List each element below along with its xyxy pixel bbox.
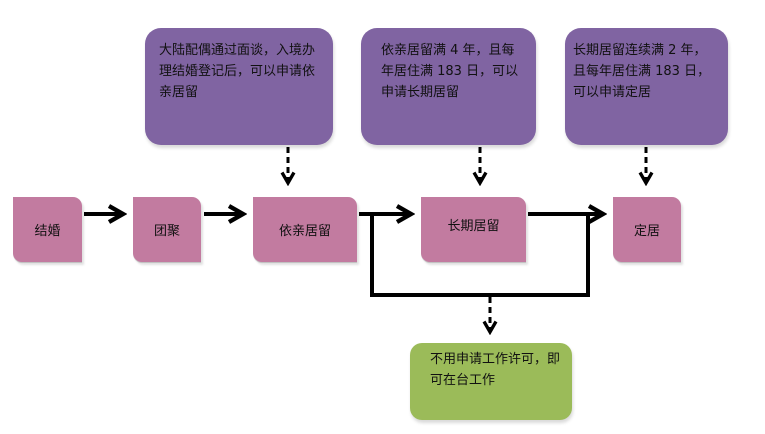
node-family-residence: 依亲居留	[253, 197, 357, 262]
node-label: 依亲居留	[278, 224, 331, 239]
note-work-permit: 不用申请工作许可，即可在台工作	[410, 343, 572, 420]
node-long-term-residence: 长期居留	[421, 197, 526, 262]
note-text: 长期居留连续满 2 年，且每年居住满 183 日，可以申请定居	[573, 43, 711, 100]
note-long-term-condition: 依亲居留满 4 年，且每年居住满 183 日，可以申请长期居留	[361, 28, 536, 145]
node-label: 结婚	[34, 224, 61, 239]
node-settlement: 定居	[613, 197, 681, 262]
node-marriage: 结婚	[13, 197, 82, 262]
note-settlement-condition: 长期居留连续满 2 年，且每年居住满 183 日，可以申请定居	[565, 28, 728, 145]
node-label: 定居	[633, 224, 660, 239]
node-label: 团聚	[153, 224, 180, 239]
node-reunion: 团聚	[133, 197, 201, 262]
bracket-connector	[370, 214, 590, 297]
note-text: 大陆配偶通过面谈，入境办理结婚登记后，可以申请依亲居留	[159, 43, 316, 100]
note-text: 依亲居留满 4 年，且每年居住满 183 日，可以申请长期居留	[381, 43, 519, 100]
node-label: 长期居留	[447, 219, 500, 234]
note-text: 不用申请工作许可，即可在台工作	[430, 352, 561, 388]
note-family-residence-condition: 大陆配偶通过面谈，入境办理结婚登记后，可以申请依亲居留	[145, 28, 333, 145]
